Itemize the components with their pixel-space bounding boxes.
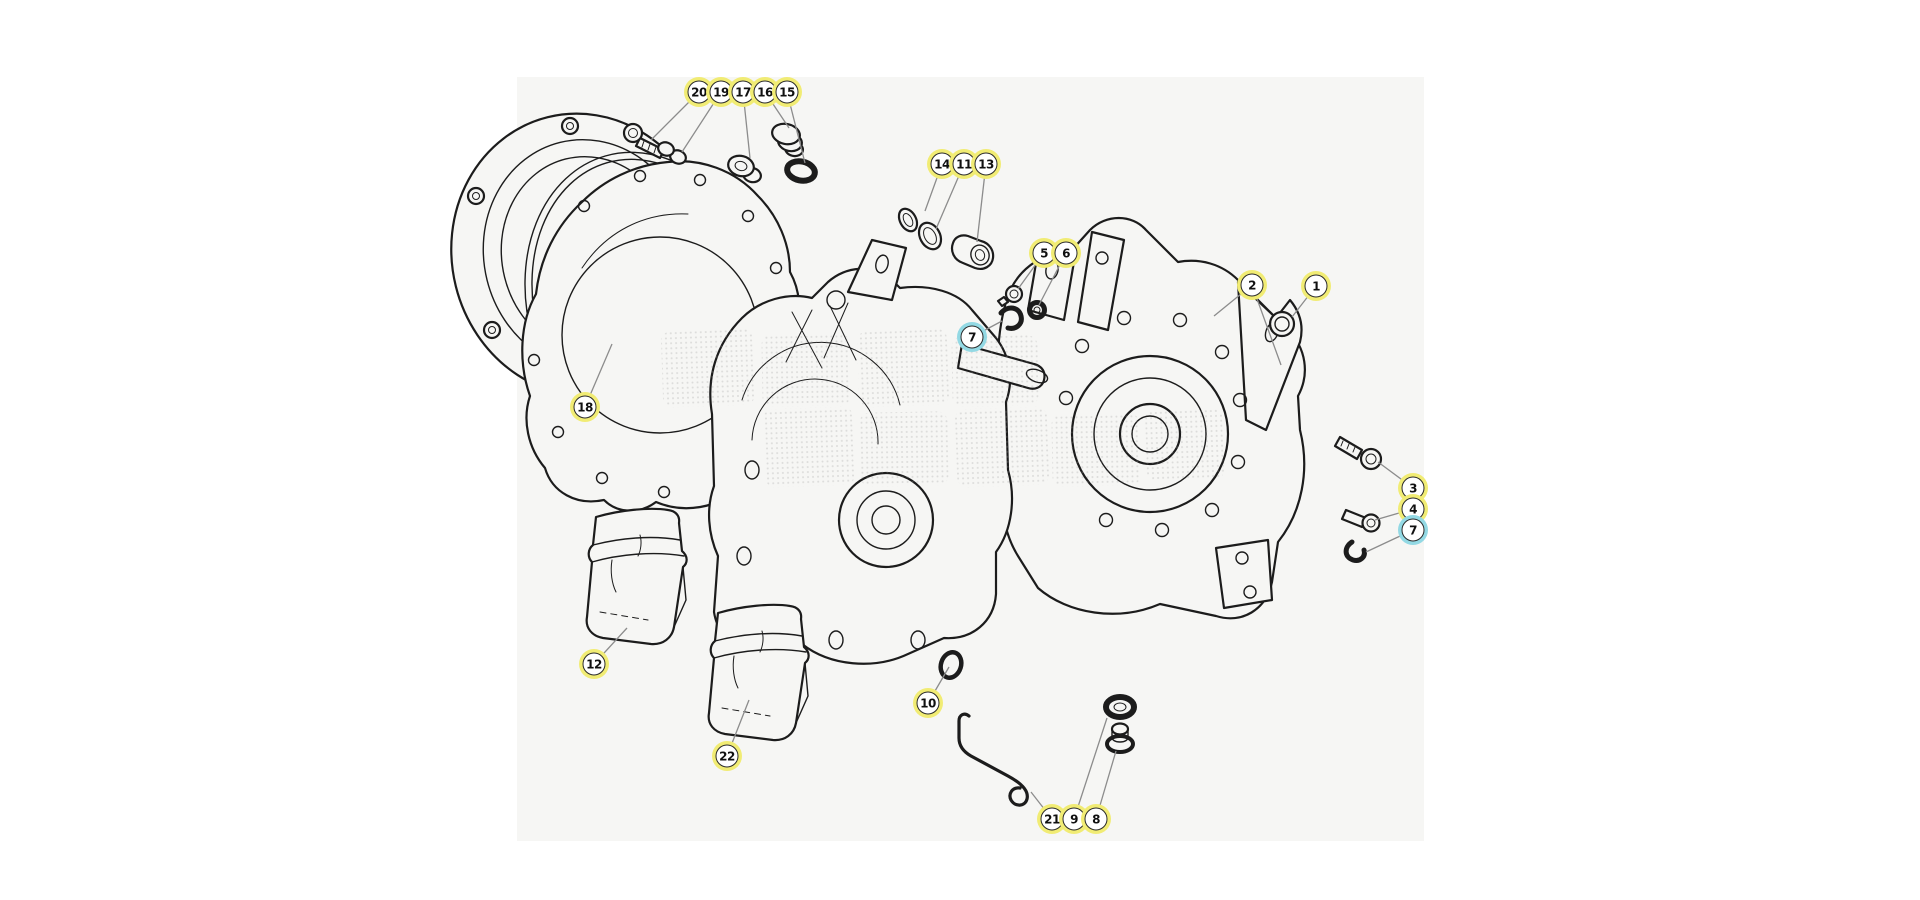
- clip-hook-left-7: [998, 305, 1024, 331]
- callout-14[interactable]: 14: [930, 152, 954, 176]
- callout-13[interactable]: 13: [974, 152, 998, 176]
- callout-3[interactable]: 3: [1401, 476, 1425, 500]
- callout-20[interactable]: 20: [687, 80, 711, 104]
- spacer-bushing-19: [657, 141, 687, 165]
- dowel-bushing-1: [1268, 310, 1296, 338]
- callout-10[interactable]: 10: [916, 691, 940, 715]
- cylinder-bushing-13: [950, 234, 995, 270]
- callout-4[interactable]: 4: [1401, 497, 1425, 521]
- oval-washer-large-11: [917, 221, 943, 251]
- spare-parts-bag-1: [585, 507, 688, 646]
- bent-wire-hose-21: [957, 712, 1029, 807]
- callout-16[interactable]: 16: [753, 80, 777, 104]
- callout-1[interactable]: 1: [1304, 274, 1328, 298]
- callout-18[interactable]: 18: [573, 395, 597, 419]
- o-ring-10: [938, 650, 964, 680]
- callout-17[interactable]: 17: [731, 80, 755, 104]
- clip-hook-right-7: [1343, 539, 1367, 563]
- callout-11[interactable]: 11: [952, 152, 976, 176]
- callout-9[interactable]: 9: [1062, 807, 1086, 831]
- seal-ring-15: [784, 158, 818, 184]
- nut-5: [996, 284, 1024, 308]
- watermark: [661, 328, 1225, 488]
- callout-15[interactable]: 15: [775, 80, 799, 104]
- callout-22[interactable]: 22: [715, 744, 739, 768]
- callout-2[interactable]: 2: [1240, 273, 1264, 297]
- callout-12[interactable]: 12: [582, 652, 606, 676]
- washer-6: [1027, 300, 1047, 320]
- flange-bolt-3: [1333, 435, 1383, 471]
- callout-6[interactable]: 6: [1054, 241, 1078, 265]
- callout-21[interactable]: 21: [1040, 807, 1064, 831]
- callout-8[interactable]: 8: [1084, 807, 1108, 831]
- drain-plug-8: [1105, 722, 1135, 754]
- spare-parts-bag-2: [707, 603, 810, 742]
- ribbed-plug-16: [771, 122, 805, 158]
- callout-7-left[interactable]: 7: [960, 325, 984, 349]
- callout-19[interactable]: 19: [709, 80, 733, 104]
- oil-seal-9: [1103, 694, 1137, 720]
- screw-part-20: [622, 122, 666, 160]
- callout-7-right[interactable]: 7: [1401, 518, 1425, 542]
- oval-washer-small-14: [897, 207, 919, 233]
- small-plug-17: [727, 154, 762, 184]
- short-bolt-4: [1340, 508, 1381, 533]
- callout-5[interactable]: 5: [1032, 241, 1056, 265]
